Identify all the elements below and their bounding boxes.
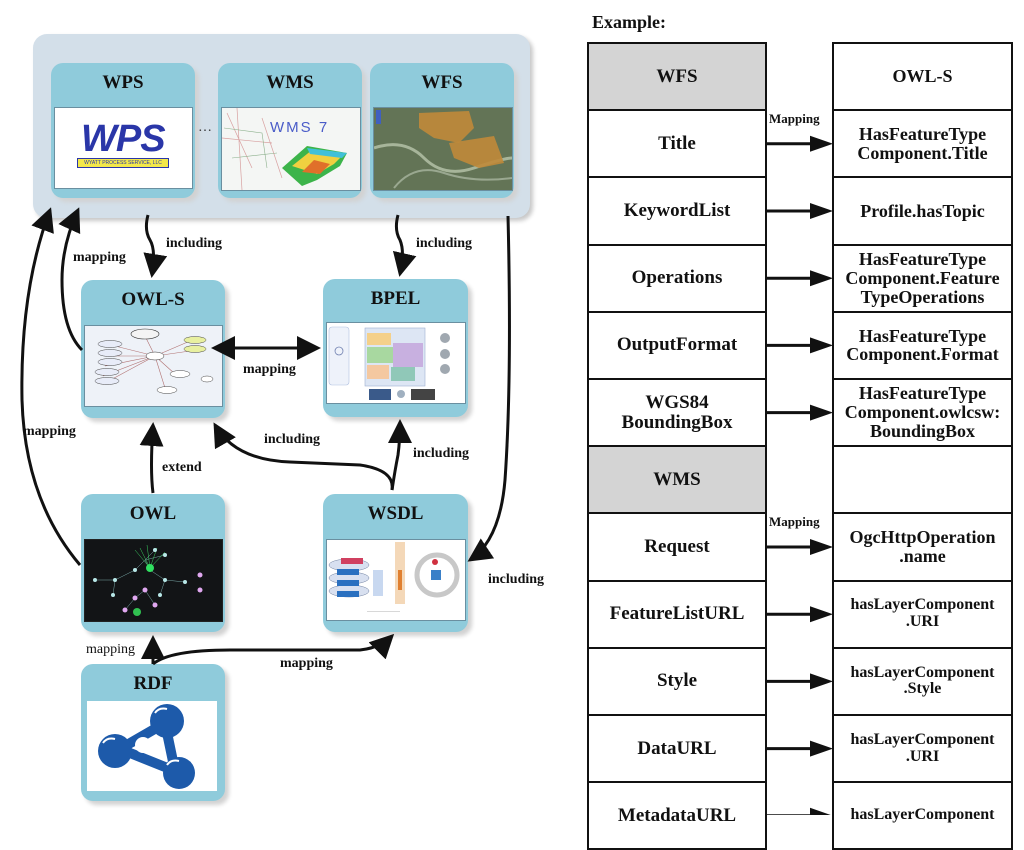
edge-owl-owls	[139, 422, 164, 494]
label-owls-wps-mapping: mapping	[73, 250, 126, 265]
mapping-label: Mapping	[769, 514, 820, 530]
node-wsdl: WSDL ———————————	[323, 494, 468, 632]
ellipsis: …	[198, 120, 212, 135]
owl-network-graphic	[93, 544, 203, 616]
label-wfs-bpel-including: including	[416, 236, 473, 251]
table-header-source: WFS	[587, 42, 767, 112]
node-owl-s: OWL-S	[81, 280, 225, 418]
table-cell-target: hasLayerComponent .Style	[832, 646, 1013, 716]
wps-logo-text: WPS	[81, 118, 166, 160]
mapping-arrowhead	[810, 740, 833, 757]
node-title: WMS	[266, 72, 314, 93]
bpel-workflow-graphic	[328, 326, 450, 400]
table-cell-source: Style	[587, 646, 767, 716]
node-wps: WPS WPS WYATT PROCESS SERVICE, LLC	[51, 63, 195, 198]
table-cell-source: WGS84 BoundingBox	[587, 378, 767, 448]
node-title: RDF	[133, 673, 173, 694]
table-cell-source: Operations	[587, 243, 767, 313]
node-title: WSDL	[367, 503, 424, 524]
table-cell-target: OgcHttpOperation .name	[832, 512, 1013, 582]
label-wsdl-owls-including: including	[264, 432, 321, 447]
table-cell-target: HasFeatureType Component.Format	[832, 310, 1013, 380]
wms-logo-text: WMS 7	[270, 119, 329, 136]
mapping-arrowhead	[810, 404, 833, 421]
table-cell-source: OutputFormat	[587, 310, 767, 380]
svg-text:———————————: ———————————	[367, 609, 400, 613]
edge-wfs-wsdl	[467, 215, 511, 562]
wms-map-image: WMS 7	[221, 107, 361, 191]
table-cell-source: KeywordList	[587, 176, 767, 246]
mapping-arrowhead	[810, 606, 833, 623]
edge-owl-wps	[20, 207, 82, 566]
rdf-logo-image	[87, 701, 217, 791]
node-title: BPEL	[370, 288, 421, 309]
mapping-arrowhead	[810, 807, 831, 815]
table-cell-source: Request	[587, 512, 767, 582]
wfs-terrain-graphic	[374, 108, 512, 190]
table-cell-target: HasFeatureType Component.owlcsw: Boundin…	[832, 378, 1013, 448]
mapping-label: Mapping	[769, 111, 820, 127]
node-wfs: WFS	[370, 63, 514, 198]
rdf-logo-graphic	[98, 704, 195, 789]
table-cell-target: hasLayerComponent	[832, 781, 1013, 850]
table-cell-target: hasLayerComponent .URI	[832, 579, 1013, 649]
table-cell-source: DataURL	[587, 714, 767, 784]
mapping-arrowhead	[810, 673, 833, 690]
mapping-arrowhead	[810, 203, 833, 219]
label-owl-wps-mapping: mapping	[23, 424, 76, 439]
owl-s-ontology-image	[84, 325, 223, 407]
edge-rdf-wsdl	[152, 633, 395, 666]
bpel-workflow-image	[326, 322, 466, 404]
label-wps-owls-including: including	[166, 236, 223, 251]
node-wms: WMS WMS 7	[218, 63, 362, 198]
table-header-source: WMS	[587, 445, 767, 515]
mapping-arrowhead	[810, 270, 833, 287]
owl-network-image	[84, 539, 223, 622]
wfs-map-image	[373, 107, 513, 191]
wsdl-architecture-graphic: ———————————	[328, 542, 460, 613]
label-wsdl-bpel-including: including	[413, 446, 470, 461]
edge-wfs-bpel	[392, 214, 417, 277]
ontology-graph-graphic	[94, 328, 214, 394]
node-title: WPS	[102, 72, 144, 93]
wps-logo-subtext: WYATT PROCESS SERVICE, LLC	[77, 158, 169, 168]
wsdl-architecture-image: ———————————	[326, 539, 466, 621]
table-cell-target: HasFeatureType Component.Feature TypeOpe…	[832, 243, 1013, 313]
table-header-target	[832, 445, 1013, 515]
node-title: OWL-S	[121, 289, 185, 310]
node-rdf: RDF	[81, 664, 225, 801]
mapping-arrowhead	[810, 135, 833, 152]
table-cell-target: Profile.hasTopic	[832, 176, 1013, 246]
label-owl-owls-extend: extend	[162, 460, 202, 475]
label-wfs-wsdl-including: including	[488, 572, 545, 587]
edge-wsdl-bpel	[387, 419, 412, 491]
node-bpel: BPEL	[323, 279, 468, 417]
table-cell-source: MetadataURL	[587, 781, 767, 850]
node-title: WFS	[421, 72, 463, 93]
label-rdf-owl-mapping: mapping	[86, 642, 135, 657]
table-cell-target: hasLayerComponent .URI	[832, 714, 1013, 784]
wps-logo-image: WPS WYATT PROCESS SERVICE, LLC	[54, 107, 193, 189]
label-owls-bpel-mapping: mapping	[243, 362, 296, 377]
example-title: Example:	[592, 12, 666, 32]
table-cell-source: Title	[587, 109, 767, 179]
wms-terrain-graphic: WMS 7	[222, 108, 347, 190]
node-title: OWL	[129, 503, 177, 524]
edge-owls-wps	[58, 207, 84, 352]
table-header-target: OWL-S	[832, 42, 1013, 112]
table-cell-target: HasFeatureType Component.Title	[832, 109, 1013, 179]
node-owl: OWL	[81, 494, 225, 632]
table-cell-source: FeatureListURL	[587, 579, 767, 649]
mapping-arrowhead	[810, 539, 833, 555]
edge-wps-owls	[143, 214, 168, 278]
mapping-arrowhead	[810, 337, 833, 354]
label-rdf-wsdl-mapping: mapping	[280, 656, 333, 671]
